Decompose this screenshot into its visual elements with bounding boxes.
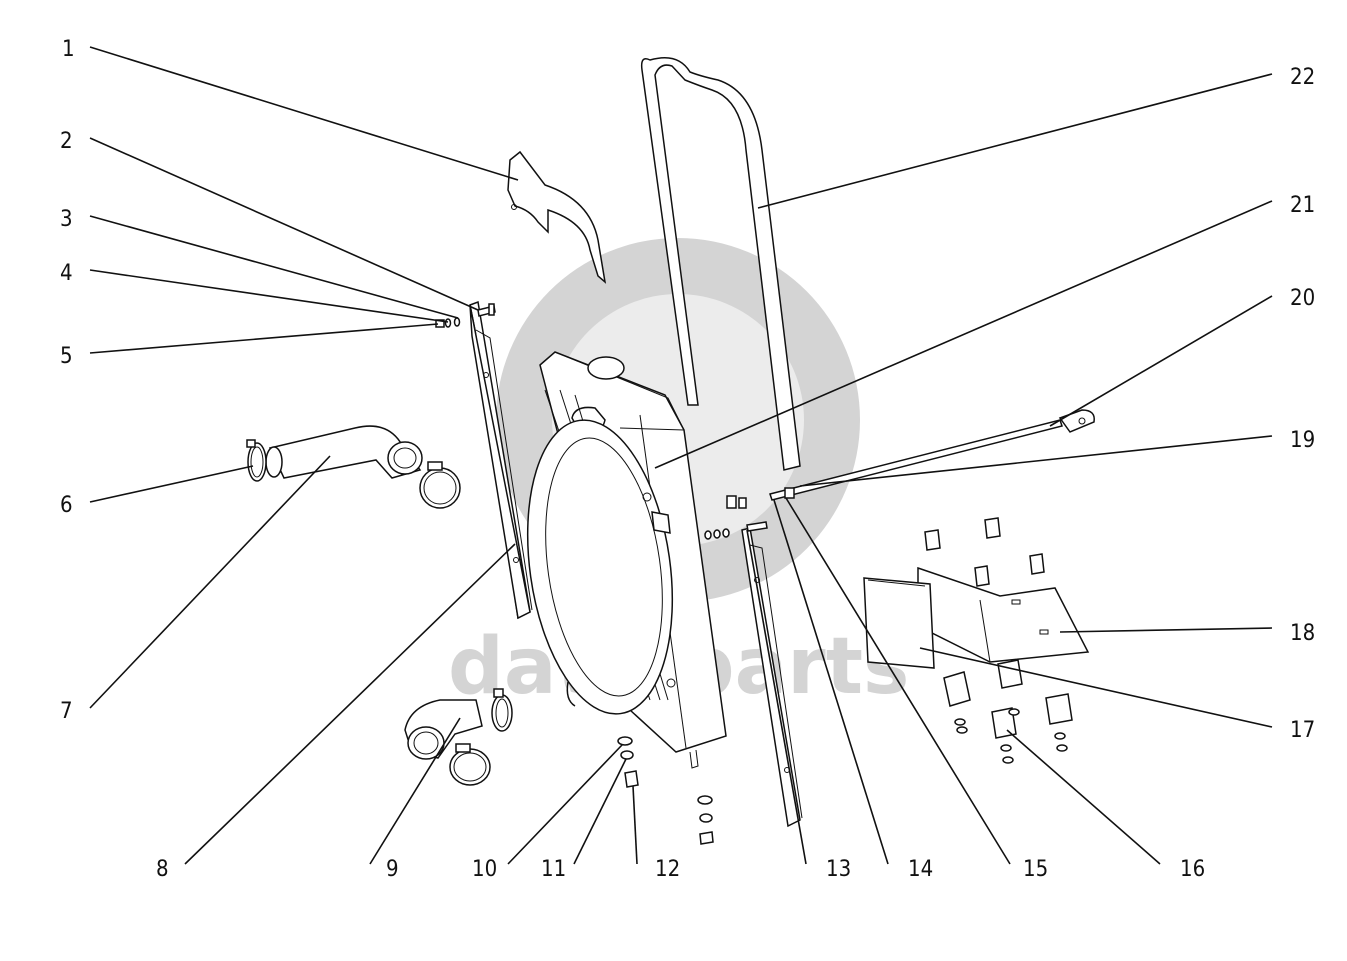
part-8-side-strip — [469, 300, 533, 620]
leader-1 — [89, 46, 519, 181]
part-6-hose-clamps — [246, 439, 461, 509]
callout-22: 22 — [1290, 65, 1315, 90]
leader-9 — [369, 717, 461, 865]
leader-21 — [654, 200, 1273, 469]
leader-18 — [1059, 627, 1273, 633]
part-22-seal-frame — [640, 57, 801, 471]
callout-15: 15 — [1023, 857, 1048, 882]
callout-17: 17 — [1290, 718, 1315, 743]
callout-7: 7 — [60, 699, 73, 724]
leader-7 — [89, 455, 331, 709]
callout-3: 3 — [60, 207, 73, 232]
leader-15 — [785, 497, 1011, 865]
callout-6: 6 — [60, 493, 73, 518]
part-16-brackets-bolts — [924, 517, 1073, 764]
part-7-upper-hose — [265, 425, 423, 479]
callout-4: 4 — [60, 261, 73, 286]
callout-9: 9 — [386, 857, 399, 882]
leader-20 — [1049, 295, 1273, 427]
leader-11 — [573, 758, 627, 865]
callout-18: 18 — [1290, 621, 1315, 646]
leader-8 — [184, 543, 516, 865]
parts-2-5-fasteners — [435, 303, 496, 328]
radiator-filler-cap — [587, 356, 625, 380]
parts — [246, 57, 1095, 845]
leader-lines — [89, 46, 1273, 865]
callout-16: 16 — [1180, 857, 1205, 882]
leader-3 — [89, 215, 459, 319]
leader-19 — [799, 435, 1273, 487]
callout-8: 8 — [156, 857, 169, 882]
callout-20: 20 — [1290, 286, 1315, 311]
callout-13: 13 — [826, 857, 851, 882]
part-18-guard-plate — [917, 566, 1090, 663]
callout-19: 19 — [1290, 428, 1315, 453]
leader-13 — [746, 529, 807, 865]
part-1-duct-bracket — [507, 150, 607, 284]
callout-10: 10 — [472, 857, 497, 882]
leader-10 — [507, 744, 623, 865]
leader-22 — [757, 73, 1273, 209]
callout-12: 12 — [655, 857, 680, 882]
part-9-lower-hose — [404, 688, 513, 786]
leader-12 — [632, 785, 638, 865]
parts-14-15-bolts — [704, 495, 768, 540]
callout-1: 1 — [62, 37, 75, 62]
callout-2: 2 — [60, 129, 73, 154]
leader-16 — [1006, 729, 1161, 865]
leader-5 — [89, 323, 439, 354]
callout-11: 11 — [541, 857, 566, 882]
leader-2 — [89, 137, 479, 311]
radiator-assembly — [526, 351, 727, 769]
leader-6 — [89, 465, 254, 503]
callout-14: 14 — [908, 857, 933, 882]
fan-shroud-ring — [526, 419, 674, 715]
callout-labels: 1 2 3 4 5 6 7 8 9 10 11 12 13 14 15 16 1… — [60, 37, 1315, 882]
leader-17 — [919, 647, 1273, 728]
callout-5: 5 — [60, 344, 73, 369]
leader-4 — [89, 269, 449, 323]
parts-10-12-washers-nut — [617, 736, 714, 845]
callout-21: 21 — [1290, 193, 1315, 218]
leader-14 — [773, 499, 889, 865]
part-17-foam-pad — [863, 577, 935, 669]
